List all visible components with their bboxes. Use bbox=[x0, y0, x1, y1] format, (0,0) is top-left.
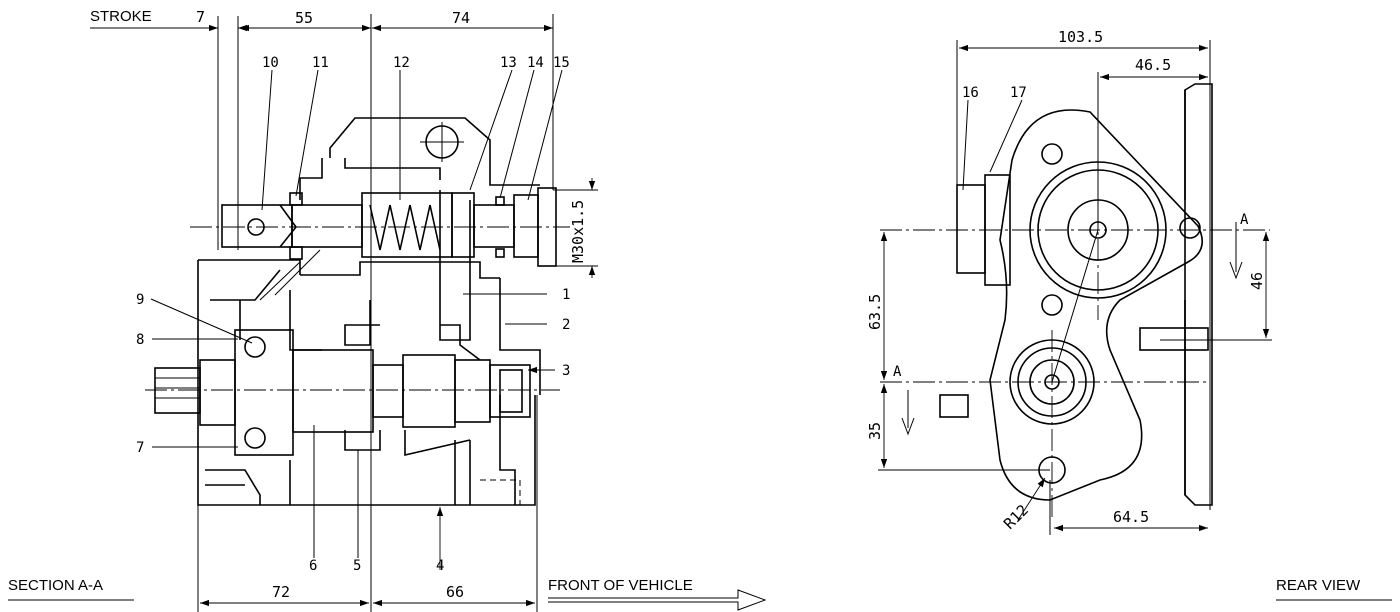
balloon-6: 6 bbox=[309, 558, 317, 574]
balloon-17: 17 bbox=[1010, 85, 1027, 101]
dim-64-5-text: 64.5 bbox=[1113, 508, 1149, 526]
dim-55 bbox=[240, 14, 372, 612]
balloon-7: 7 bbox=[136, 440, 144, 456]
dim-55-text: 55 bbox=[295, 9, 313, 27]
section-view: STROKE 7 55 74 bbox=[8, 8, 767, 612]
dim-35-text: 35 bbox=[866, 422, 884, 440]
balloon-2: 2 bbox=[562, 317, 570, 333]
balloon-3: 3 bbox=[562, 363, 570, 379]
section-label: SECTION A-A bbox=[8, 577, 103, 594]
balloon-1: 1 bbox=[562, 287, 570, 303]
balloon-13: 13 bbox=[500, 55, 517, 71]
dim-74 bbox=[372, 14, 554, 190]
balloon-5: 5 bbox=[353, 558, 361, 574]
stroke-dim-text: 7 bbox=[196, 8, 205, 26]
balloon-8: 8 bbox=[136, 332, 144, 348]
balloon-4: 4 bbox=[436, 558, 444, 574]
balloon-10: 10 bbox=[262, 55, 279, 71]
balloon-9: 9 bbox=[136, 292, 144, 308]
section-mark-a-right: A bbox=[1240, 212, 1249, 228]
thread-dimension bbox=[553, 178, 598, 278]
dim-66-text: 66 bbox=[446, 583, 464, 601]
balloon-15: 15 bbox=[553, 55, 570, 71]
balloon-14: 14 bbox=[527, 55, 544, 71]
dim-63-5-text: 63.5 bbox=[866, 294, 884, 330]
housing-outline bbox=[197, 117, 541, 506]
balloon-leaders bbox=[150, 69, 563, 570]
section-cut-marks bbox=[901, 222, 1243, 436]
balloon-16: 16 bbox=[962, 85, 979, 101]
rear-view-label: REAR VIEW bbox=[1276, 577, 1361, 594]
dim-72-text: 72 bbox=[272, 583, 290, 601]
shaft-assembly bbox=[154, 329, 531, 456]
front-of-vehicle-label: FRONT OF VEHICLE bbox=[548, 577, 693, 594]
balloon-11: 11 bbox=[312, 55, 329, 71]
dim-74-text: 74 bbox=[452, 9, 470, 27]
front-arrow-icon bbox=[548, 589, 767, 611]
rear-balloon-leaders bbox=[962, 99, 1023, 191]
stroke-dimension bbox=[90, 16, 252, 250]
dim-103-5-text: 103.5 bbox=[1058, 28, 1103, 46]
bottom-dimensions bbox=[197, 395, 538, 612]
rear-side-dimensions bbox=[878, 232, 1272, 535]
thread-dim-text: M30x1.5 bbox=[569, 200, 587, 263]
dim-46-5-text: 46.5 bbox=[1135, 56, 1171, 74]
dim-46-text: 46 bbox=[1248, 272, 1266, 290]
stroke-label: STROKE bbox=[90, 8, 152, 25]
rear-body-outline bbox=[939, 83, 1213, 506]
section-mark-a-left: A bbox=[893, 364, 902, 380]
rear-view: 103.5 46.5 bbox=[866, 28, 1392, 601]
balloon-12: 12 bbox=[393, 55, 410, 71]
